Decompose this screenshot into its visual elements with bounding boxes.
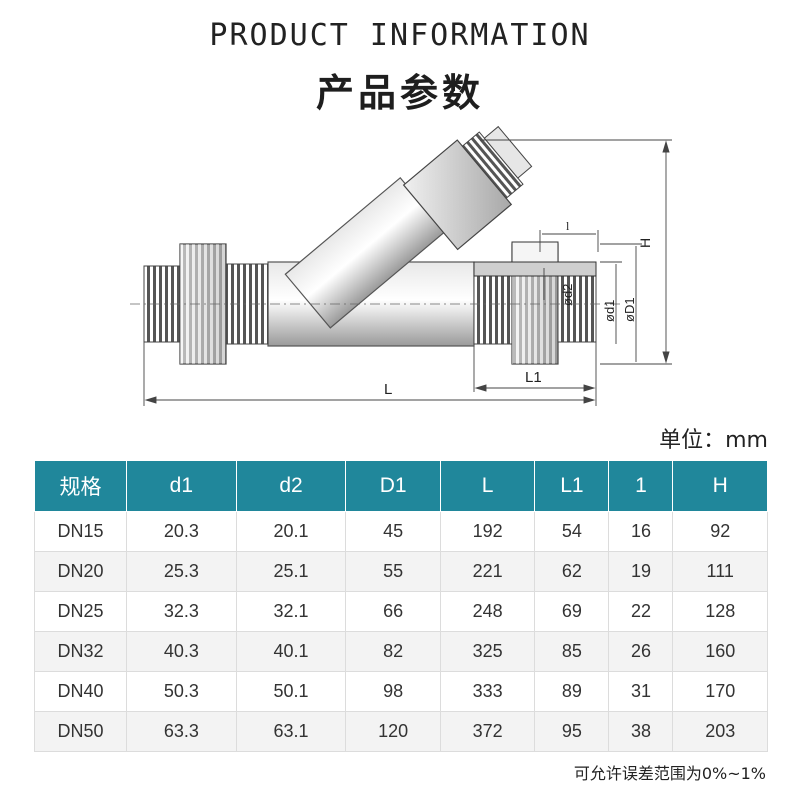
table-cell: 128 (672, 591, 768, 632)
table-cell: 45 (345, 511, 441, 552)
table-cell: 69 (534, 591, 610, 632)
table-cell: 54 (534, 511, 610, 552)
label-d2: ød2 (560, 284, 575, 306)
table-cell: 38 (608, 711, 674, 752)
table-cell: 25.3 (126, 551, 237, 592)
table-cell: 16 (608, 511, 674, 552)
header-D1: D1 (345, 460, 441, 512)
table-cell: 19 (608, 551, 674, 592)
table-cell: 333 (439, 671, 536, 712)
table-cell: 95 (534, 711, 610, 752)
table-cell: 31 (608, 671, 674, 712)
table-cell: 20.1 (235, 511, 347, 552)
table-cell: 50.3 (126, 671, 237, 712)
table-cell: 63.1 (235, 711, 347, 752)
title-chinese: 产品参数 (315, 71, 484, 115)
label-d1: ød1 (602, 300, 617, 322)
table-row: DN32 40.3 40.1 82 325 85 26 160 (34, 631, 768, 672)
union-section (473, 261, 597, 277)
table-cell: 50.1 (235, 671, 347, 712)
table-header-row: 规格 d1 d2 D1 L L1 1 H (34, 460, 768, 512)
table-cell: 85 (534, 631, 610, 672)
header-l: 1 (608, 460, 674, 512)
table-cell: 89 (534, 671, 610, 712)
table-cell: 63.3 (126, 711, 237, 752)
table-row: DN15 20.3 20.1 45 192 54 16 92 (34, 511, 768, 552)
table-cell: DN20 (34, 551, 127, 592)
header-L: L (439, 460, 536, 512)
table-cell: 170 (672, 671, 768, 712)
table-cell: 40.3 (126, 631, 237, 672)
strainer-cap (402, 125, 533, 251)
table-cell: 66 (345, 591, 441, 632)
table-cell: 372 (439, 711, 536, 752)
table-cell: 32.3 (126, 591, 237, 632)
table-cell: 325 (439, 631, 536, 672)
table-cell: 120 (345, 711, 441, 752)
table-cell: 26 (608, 631, 674, 672)
table-cell: DN15 (34, 511, 127, 552)
table-cell: 192 (439, 511, 536, 552)
table-cell: 62 (534, 551, 610, 592)
header-d2: d2 (235, 460, 347, 512)
unit-label: 单位：mm (659, 428, 768, 453)
dimension-L1 (473, 346, 596, 392)
table-cell: 221 (439, 551, 536, 592)
table-cell: 55 (345, 551, 441, 592)
table-cell: 111 (672, 551, 768, 592)
label-L: L (384, 381, 392, 398)
table-cell: DN32 (34, 631, 127, 672)
label-H: H (637, 238, 653, 248)
table-cell: 203 (672, 711, 768, 752)
dimension-H (480, 139, 672, 365)
table-cell: 92 (672, 511, 768, 552)
specification-table: 规格 d1 d2 D1 L L1 1 H DN15 20.3 20.1 45 1… (34, 460, 768, 752)
table-cell: 20.3 (126, 511, 237, 552)
table-cell: 32.1 (235, 591, 347, 632)
header-H: H (672, 460, 768, 512)
header-L1: L1 (534, 460, 610, 512)
label-l: l (566, 219, 570, 233)
table-cell: 98 (345, 671, 441, 712)
label-D1: øD1 (622, 297, 637, 322)
header-d1: d1 (126, 460, 237, 512)
label-L1: L1 (525, 369, 542, 386)
table-cell: DN25 (34, 591, 127, 632)
table-cell: 82 (345, 631, 441, 672)
table-cell: 25.1 (235, 551, 347, 592)
table-cell: 40.1 (235, 631, 347, 672)
tolerance-note: 可允许误差范围为0%~1% (573, 764, 766, 783)
table-cell: DN50 (34, 711, 127, 752)
table-row: DN25 32.3 32.1 66 248 69 22 128 (34, 591, 768, 632)
table-row: DN50 63.3 63.1 120 372 95 38 203 (34, 711, 768, 752)
table-cell: 160 (672, 631, 768, 672)
y-strainer-technical-drawing: L L1 H øD1 ød1 ød2 l (130, 125, 672, 406)
dimension-L (143, 340, 597, 406)
title-english: PRODUCT INFORMATION (209, 18, 591, 53)
table-cell: 248 (439, 591, 536, 632)
table-cell: DN40 (34, 671, 127, 712)
header-spec: 规格 (34, 460, 127, 512)
table-cell: 22 (608, 591, 674, 632)
table-row: DN20 25.3 25.1 55 221 62 19 111 (34, 551, 768, 592)
table-row: DN40 50.3 50.1 98 333 89 31 170 (34, 671, 768, 712)
